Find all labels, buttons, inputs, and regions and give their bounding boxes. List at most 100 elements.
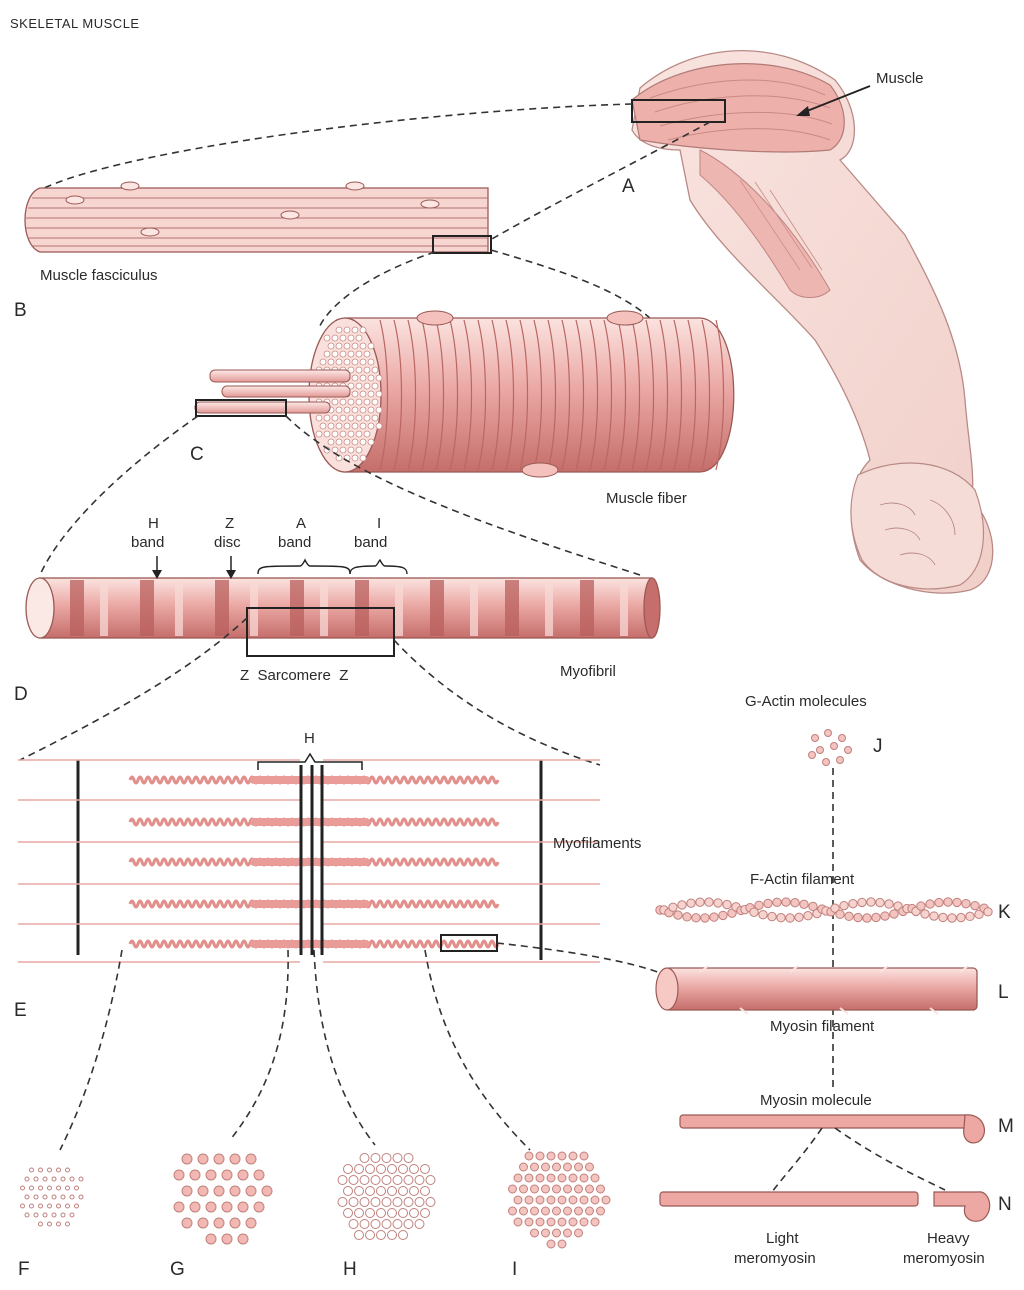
lattice-dot [382, 1198, 391, 1207]
letter-k: K [998, 902, 1011, 923]
lattice-dot [79, 1177, 83, 1181]
lattice-dot [404, 1198, 413, 1207]
lattice-dot [509, 1185, 517, 1193]
myofibril-end-dot [372, 383, 378, 389]
lattice-dot [70, 1195, 74, 1199]
lattice-dot [57, 1186, 61, 1190]
label-f-actin: F-Actin filament [750, 871, 855, 888]
myofibril-end-dot [332, 399, 338, 405]
myofibril-end-dot [356, 431, 362, 437]
lattice-dot [575, 1229, 583, 1237]
lattice-dot [39, 1222, 43, 1226]
myofibril-end-dot [352, 375, 358, 381]
lattice-dot [198, 1154, 208, 1164]
lattice-dot [75, 1204, 79, 1208]
myofibril-band [70, 580, 84, 636]
f-actin-monomer [944, 898, 952, 906]
lattice-dot [558, 1174, 566, 1182]
f-actin-monomer [786, 914, 794, 922]
lattice-dot [246, 1218, 256, 1228]
f-actin-monomer [885, 900, 893, 908]
myofilaments [18, 754, 600, 962]
label-h-zone: H [304, 730, 315, 747]
myofibril-end-dot [328, 423, 334, 429]
myofibril-end-dot [344, 327, 350, 333]
lattice-dot [393, 1220, 402, 1229]
myofibril-end-dot [320, 359, 326, 365]
lattice-dot [569, 1218, 577, 1226]
lattice-dot [355, 1209, 364, 1218]
myofibril-end-dot [356, 447, 362, 453]
letter-b: B [14, 300, 27, 321]
f-actin-monomer [701, 914, 709, 922]
myofibril-end-dot [360, 407, 366, 413]
lattice-dot [591, 1196, 599, 1204]
lattice-dot [48, 1186, 52, 1190]
lattice-dot [355, 1187, 364, 1196]
lattice-dot [190, 1170, 200, 1180]
lattice-dot [399, 1209, 408, 1218]
lattice-dot [531, 1207, 539, 1215]
myofibril-end-dot [356, 351, 362, 357]
myofibril-end-dot [348, 335, 354, 341]
lattice-dot [66, 1186, 70, 1190]
lattice-dot [30, 1186, 34, 1190]
lattice-dot [404, 1220, 413, 1229]
f-actin-monomer [777, 914, 785, 922]
myofibril-end-dot [344, 439, 350, 445]
f-actin-monomer [759, 911, 767, 919]
myofibril-end-dot [324, 431, 330, 437]
lattice-dot [426, 1176, 435, 1185]
label-h-band-line2: band [131, 534, 164, 551]
lattice-dot [575, 1207, 583, 1215]
f-actin-monomer [926, 900, 934, 908]
g-actin-molecule [809, 752, 816, 759]
f-actin-monomer [683, 913, 691, 921]
f-actin-monomer [957, 913, 965, 921]
lattice-dot [34, 1195, 38, 1199]
lattice-dot [214, 1218, 224, 1228]
label-z-disc-line1: Z [225, 515, 234, 532]
myofibril-end-dot [360, 455, 366, 461]
lattice-dot [531, 1185, 539, 1193]
f-actin-monomer [669, 903, 677, 911]
lattice-dot [569, 1196, 577, 1204]
label-heavy-meromyosin-line1: Heavy [927, 1230, 970, 1247]
g-actin-molecule [825, 730, 832, 737]
lattice-dot [531, 1229, 539, 1237]
lattice-dot [377, 1209, 386, 1218]
lattice-dot [580, 1152, 588, 1160]
lattice-dot [66, 1168, 70, 1172]
label-myosin-molecule: Myosin molecule [760, 1092, 872, 1109]
f-actin-monomer [687, 899, 695, 907]
lattice-dot [254, 1170, 264, 1180]
lattice-dot [371, 1176, 380, 1185]
myofibril-end-dot [368, 391, 374, 397]
myofibril-end-dot [360, 439, 366, 445]
myofibril-end-dot [348, 351, 354, 357]
f-actin-monomer [966, 912, 974, 920]
lattice-dot [57, 1222, 61, 1226]
letter-m: M [998, 1116, 1014, 1137]
lattice-dot [564, 1229, 572, 1237]
label-h-band-line1: H [148, 515, 159, 532]
f-actin-monomer [858, 898, 866, 906]
myofibril-end-dot [352, 455, 358, 461]
myofibril-end-dot [328, 439, 334, 445]
myofibril-end-dot [376, 423, 382, 429]
lattice-dot [542, 1229, 550, 1237]
lattice-dot [366, 1209, 375, 1218]
lattice-dot [230, 1154, 240, 1164]
meromyosin-fragments [660, 1192, 990, 1221]
myofibril-end-dot [364, 351, 370, 357]
myofibril-end-dot [372, 367, 378, 373]
lattice-dot [564, 1185, 572, 1193]
lattice-dot [404, 1176, 413, 1185]
lattice-dot [388, 1209, 397, 1218]
lattice-dot [66, 1222, 70, 1226]
lattice-dot [238, 1170, 248, 1180]
lattice-dot [206, 1170, 216, 1180]
myofibril-end-dot [368, 407, 374, 413]
myofibril-end-dot [332, 447, 338, 453]
